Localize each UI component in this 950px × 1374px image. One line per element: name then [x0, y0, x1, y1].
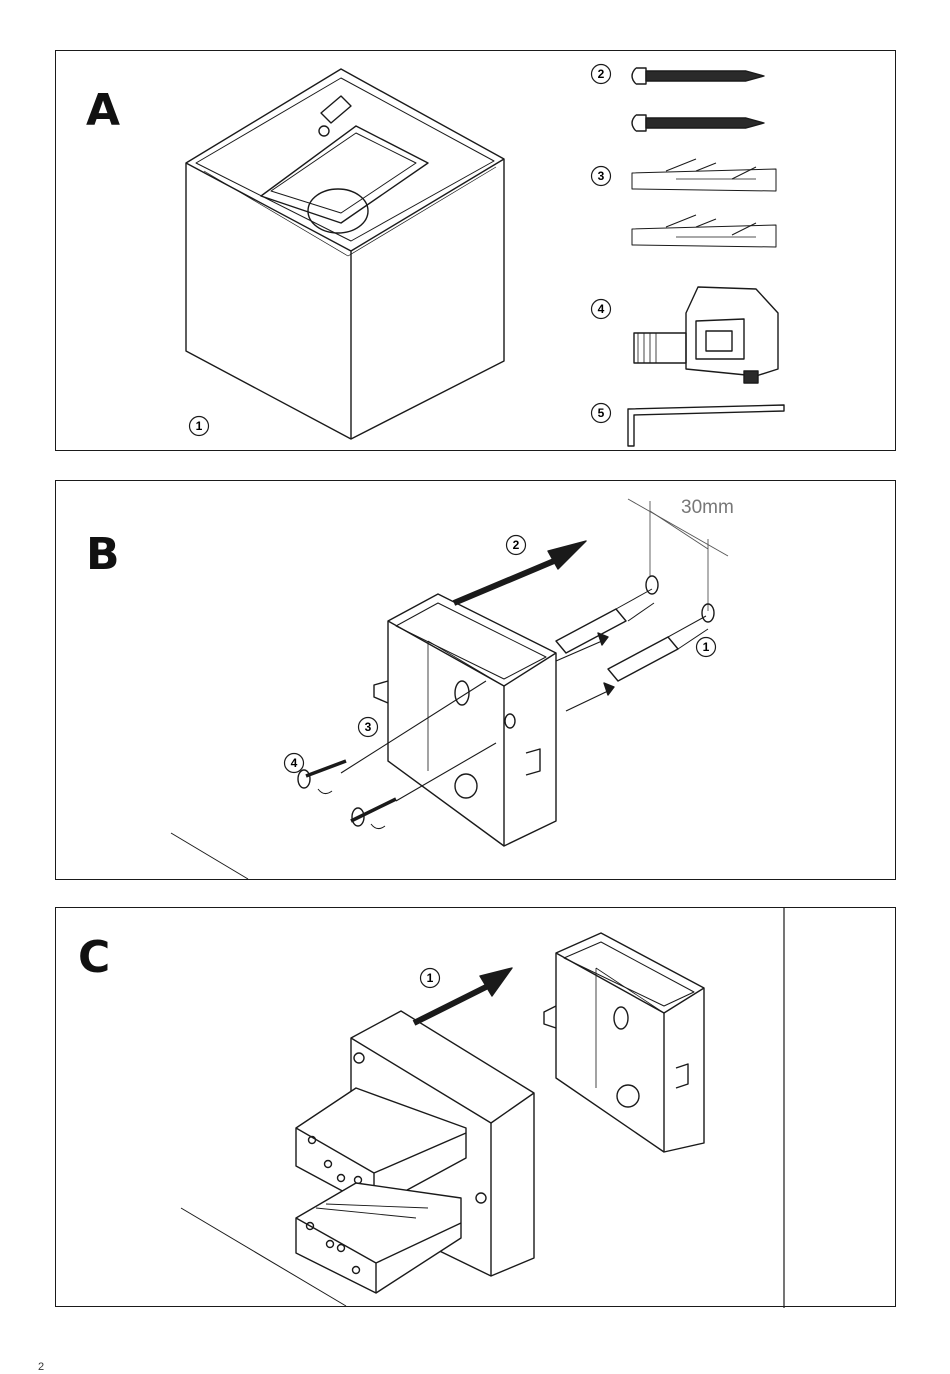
step-a-panel: A	[55, 50, 896, 451]
step-b-panel: B	[55, 480, 896, 880]
callout-drill: 1	[697, 638, 716, 657]
screws-drawing	[632, 68, 764, 131]
attach-lamp-illustration: 1	[56, 908, 897, 1308]
mounting-illustration: 30mm 1 2 3 4	[56, 481, 897, 881]
svg-text:1: 1	[703, 640, 710, 654]
hex-key-drawing	[628, 405, 784, 446]
svg-text:2: 2	[513, 538, 520, 552]
page-number: 2	[38, 1361, 44, 1373]
cube-lamp-drawing	[186, 69, 504, 439]
callout-lamp: 1	[190, 417, 209, 436]
parts-illustration: 1 2 3 4 5	[56, 51, 897, 452]
svg-text:1: 1	[427, 971, 434, 985]
callout-key: 5	[592, 404, 611, 423]
wall-plugs-drawing	[556, 576, 714, 711]
svg-text:4: 4	[291, 756, 298, 770]
callout-direction: 1	[421, 969, 440, 988]
svg-text:5: 5	[598, 406, 605, 420]
direction-arrow	[414, 986, 488, 1023]
svg-text:2: 2	[598, 67, 605, 81]
direction-arrow	[454, 561, 554, 603]
callout-plugs: 3	[592, 167, 611, 186]
callout-connector: 4	[592, 300, 611, 319]
callout-plug: 3	[359, 718, 378, 737]
svg-text:1: 1	[196, 419, 203, 433]
svg-text:4: 4	[598, 302, 605, 316]
svg-text:3: 3	[365, 720, 372, 734]
lower-bracket-drawing	[296, 1183, 461, 1293]
callout-screw: 4	[285, 754, 304, 773]
dimension-label: 30mm	[681, 497, 734, 518]
svg-text:3: 3	[598, 169, 605, 183]
callout-direction: 2	[507, 536, 526, 555]
step-c-panel: C	[55, 907, 896, 1307]
mounting-box-drawing	[544, 933, 704, 1152]
mounting-box-drawing	[374, 594, 556, 846]
callout-screws: 2	[592, 65, 611, 84]
connector-drawing	[634, 287, 778, 383]
wall-plugs-drawing	[632, 159, 776, 247]
